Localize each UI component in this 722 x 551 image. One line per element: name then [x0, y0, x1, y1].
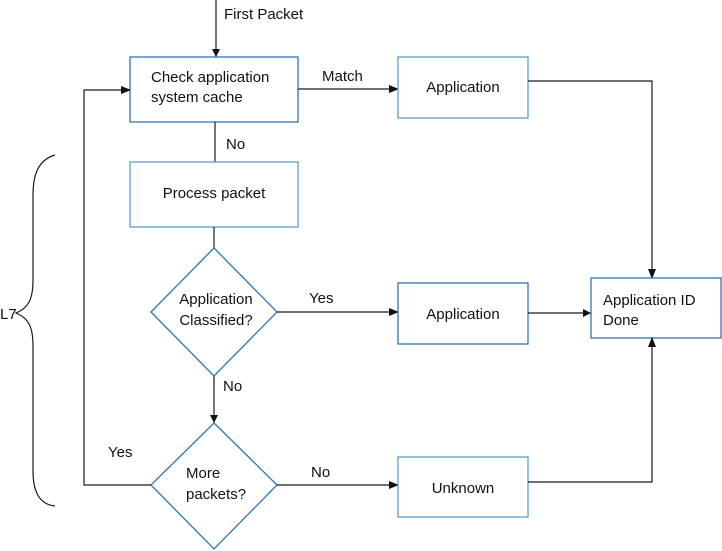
more-packets-line1: More — [186, 465, 220, 482]
classified-yes-label: Yes — [309, 290, 333, 307]
done-line2: Done — [603, 312, 639, 329]
unknown-to-done-edge — [528, 337, 656, 483]
more-packets-decision: More packets? — [150, 422, 278, 550]
done-line1: Application ID — [603, 292, 696, 309]
classified-line2: Classified? — [179, 312, 252, 329]
more-packets-line2: packets? — [186, 486, 246, 503]
l7-brace — [14, 154, 56, 507]
check-cache-line1: Check application — [151, 69, 269, 86]
check-cache-line2: system cache — [151, 89, 243, 106]
more-yes-loop-edge — [83, 86, 151, 486]
more-no-label: No — [311, 464, 330, 481]
cache-no-label: No — [226, 136, 245, 153]
l7-label: L7 — [0, 306, 17, 323]
process-packet-label: Process packet — [163, 185, 266, 202]
classified-line1: Application — [179, 291, 252, 308]
app-match-to-done-edge — [528, 80, 656, 279]
more-yes-label: Yes — [108, 444, 132, 461]
app-match-node: Application — [397, 56, 529, 119]
done-node: Application ID Done — [590, 277, 722, 339]
app-classified-label: Application — [426, 306, 499, 323]
unknown-node: Unknown — [397, 456, 529, 518]
classified-no-label: No — [223, 378, 242, 395]
check-cache-node: Check application system cache — [129, 56, 299, 123]
unknown-label: Unknown — [432, 480, 495, 497]
app-match-label: Application — [426, 79, 499, 96]
entry-label: First Packet — [224, 6, 304, 23]
process-packet-node: Process packet — [129, 161, 299, 228]
app-classified-node: Application — [397, 282, 529, 345]
match-label: Match — [322, 68, 363, 85]
classified-decision: Application Classified? — [150, 247, 278, 377]
